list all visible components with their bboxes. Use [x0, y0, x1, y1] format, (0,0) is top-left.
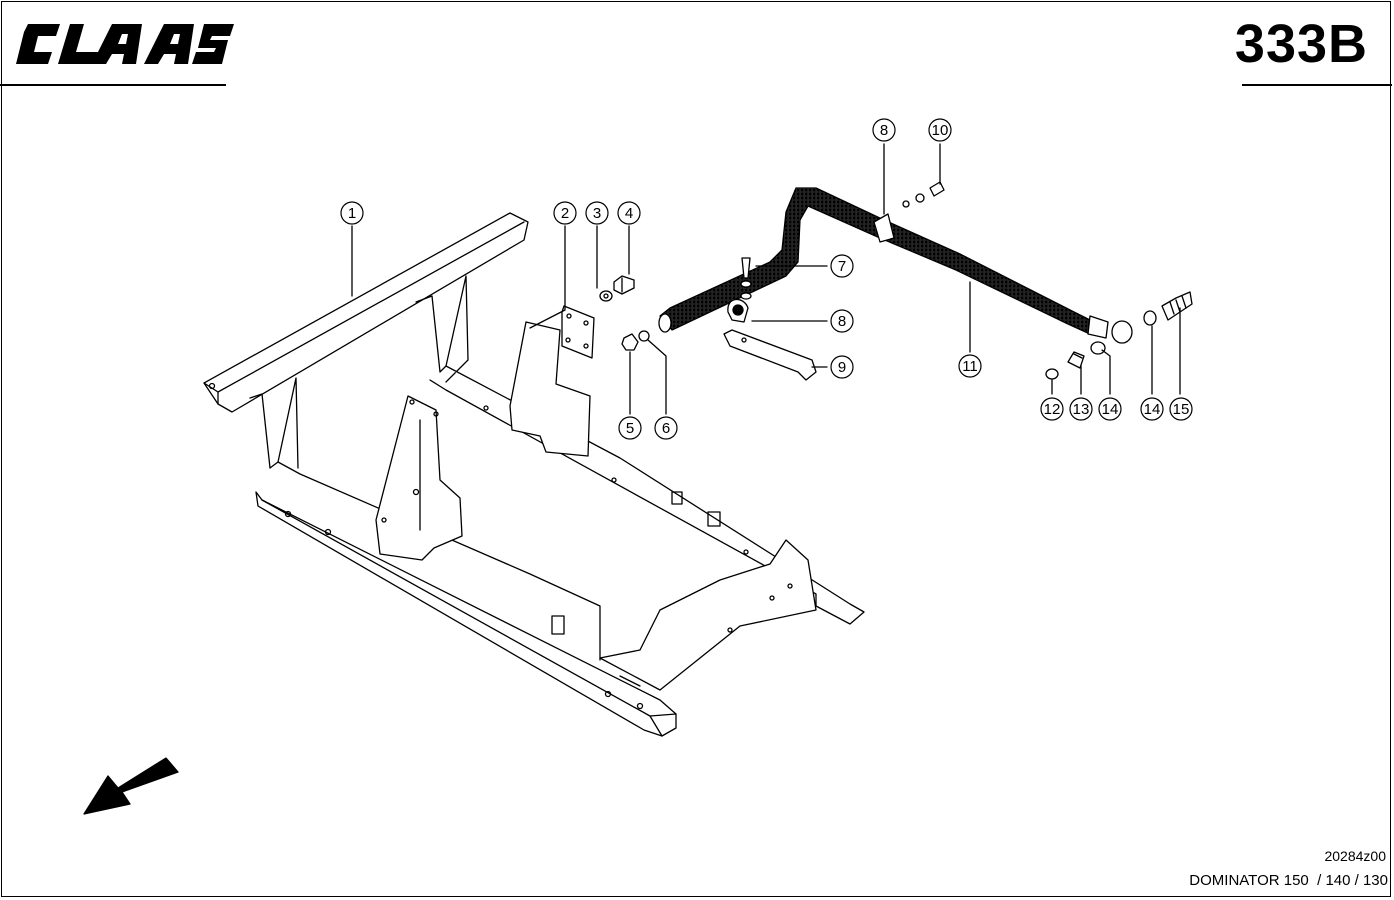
- callout-14-right: 14: [1140, 397, 1164, 421]
- clamp-part-8: [727, 298, 749, 323]
- page-number-underline: [1242, 84, 1392, 86]
- svg-text:3: 3: [593, 205, 601, 222]
- svg-text:5: 5: [626, 420, 634, 437]
- svg-text:12: 12: [1044, 401, 1061, 418]
- svg-text:11: 11: [962, 358, 978, 375]
- washer-part-3: [599, 290, 613, 302]
- callout-4: 4: [617, 201, 641, 225]
- cross-beam-part: [203, 212, 529, 413]
- svg-text:7: 7: [838, 258, 846, 275]
- nut-part-5: [621, 333, 639, 351]
- fitting-part-13: [1067, 351, 1085, 369]
- callout-14-left: 14: [1098, 397, 1122, 421]
- logo-underline: [0, 84, 226, 86]
- callout-8-lower: 8: [830, 309, 854, 333]
- banjo-bolt-part-15: [1161, 291, 1193, 321]
- callout-10: 10: [928, 118, 952, 142]
- drawing-code: 20284z00: [1324, 848, 1386, 864]
- callout-15: 15: [1169, 397, 1193, 421]
- model-list: DOMINATOR 150 / 140 / 130: [1189, 872, 1388, 889]
- washers-part-upper: [902, 193, 925, 208]
- claas-logo: [16, 24, 234, 64]
- svg-text:9: 9: [838, 359, 846, 376]
- direction-arrow-icon: [83, 757, 179, 815]
- svg-text:15: 15: [1173, 401, 1190, 418]
- bolt-part-7: [740, 257, 752, 300]
- washer-part-6: [638, 330, 650, 342]
- svg-text:13: 13: [1073, 401, 1090, 418]
- svg-text:4: 4: [625, 205, 633, 222]
- leader-lines: [351, 143, 1181, 415]
- bolt-part-10: [929, 181, 945, 197]
- callout-7: 7: [830, 254, 854, 278]
- svg-text:6: 6: [662, 420, 670, 437]
- callout-9: 9: [830, 355, 854, 379]
- callout-3: 3: [585, 201, 609, 225]
- mounting-plate-part: [561, 305, 595, 359]
- callout-11: 11: [958, 354, 982, 378]
- svg-text:1: 1: [348, 205, 356, 222]
- callout-12: 12: [1040, 397, 1064, 421]
- bracket-part-9: [723, 329, 817, 381]
- svg-text:14: 14: [1144, 401, 1161, 418]
- callout-5: 5: [618, 416, 642, 440]
- svg-text:2: 2: [561, 205, 569, 222]
- callout-13: 13: [1069, 397, 1093, 421]
- svg-text:14: 14: [1102, 401, 1119, 418]
- callout-2: 2: [553, 201, 577, 225]
- seal-part-14-left: [1090, 341, 1106, 355]
- seal-part-14-right: [1143, 310, 1157, 326]
- svg-text:8: 8: [880, 122, 888, 139]
- svg-text:10: 10: [932, 122, 949, 139]
- hose-part: [658, 187, 1133, 344]
- svg-text:8: 8: [838, 313, 846, 330]
- callout-8-upper: 8: [872, 118, 896, 142]
- page-number: 333B: [1234, 14, 1368, 74]
- callout-6: 6: [654, 416, 678, 440]
- washer-part-12: [1045, 368, 1059, 380]
- bolt-part-4: [613, 275, 635, 295]
- support-frame-part: [249, 275, 865, 737]
- callout-bubbles: 1 2 3 4 5 6 7 8 9 8 10 11 12 13 14: [340, 118, 1193, 440]
- callout-1: 1: [340, 201, 364, 225]
